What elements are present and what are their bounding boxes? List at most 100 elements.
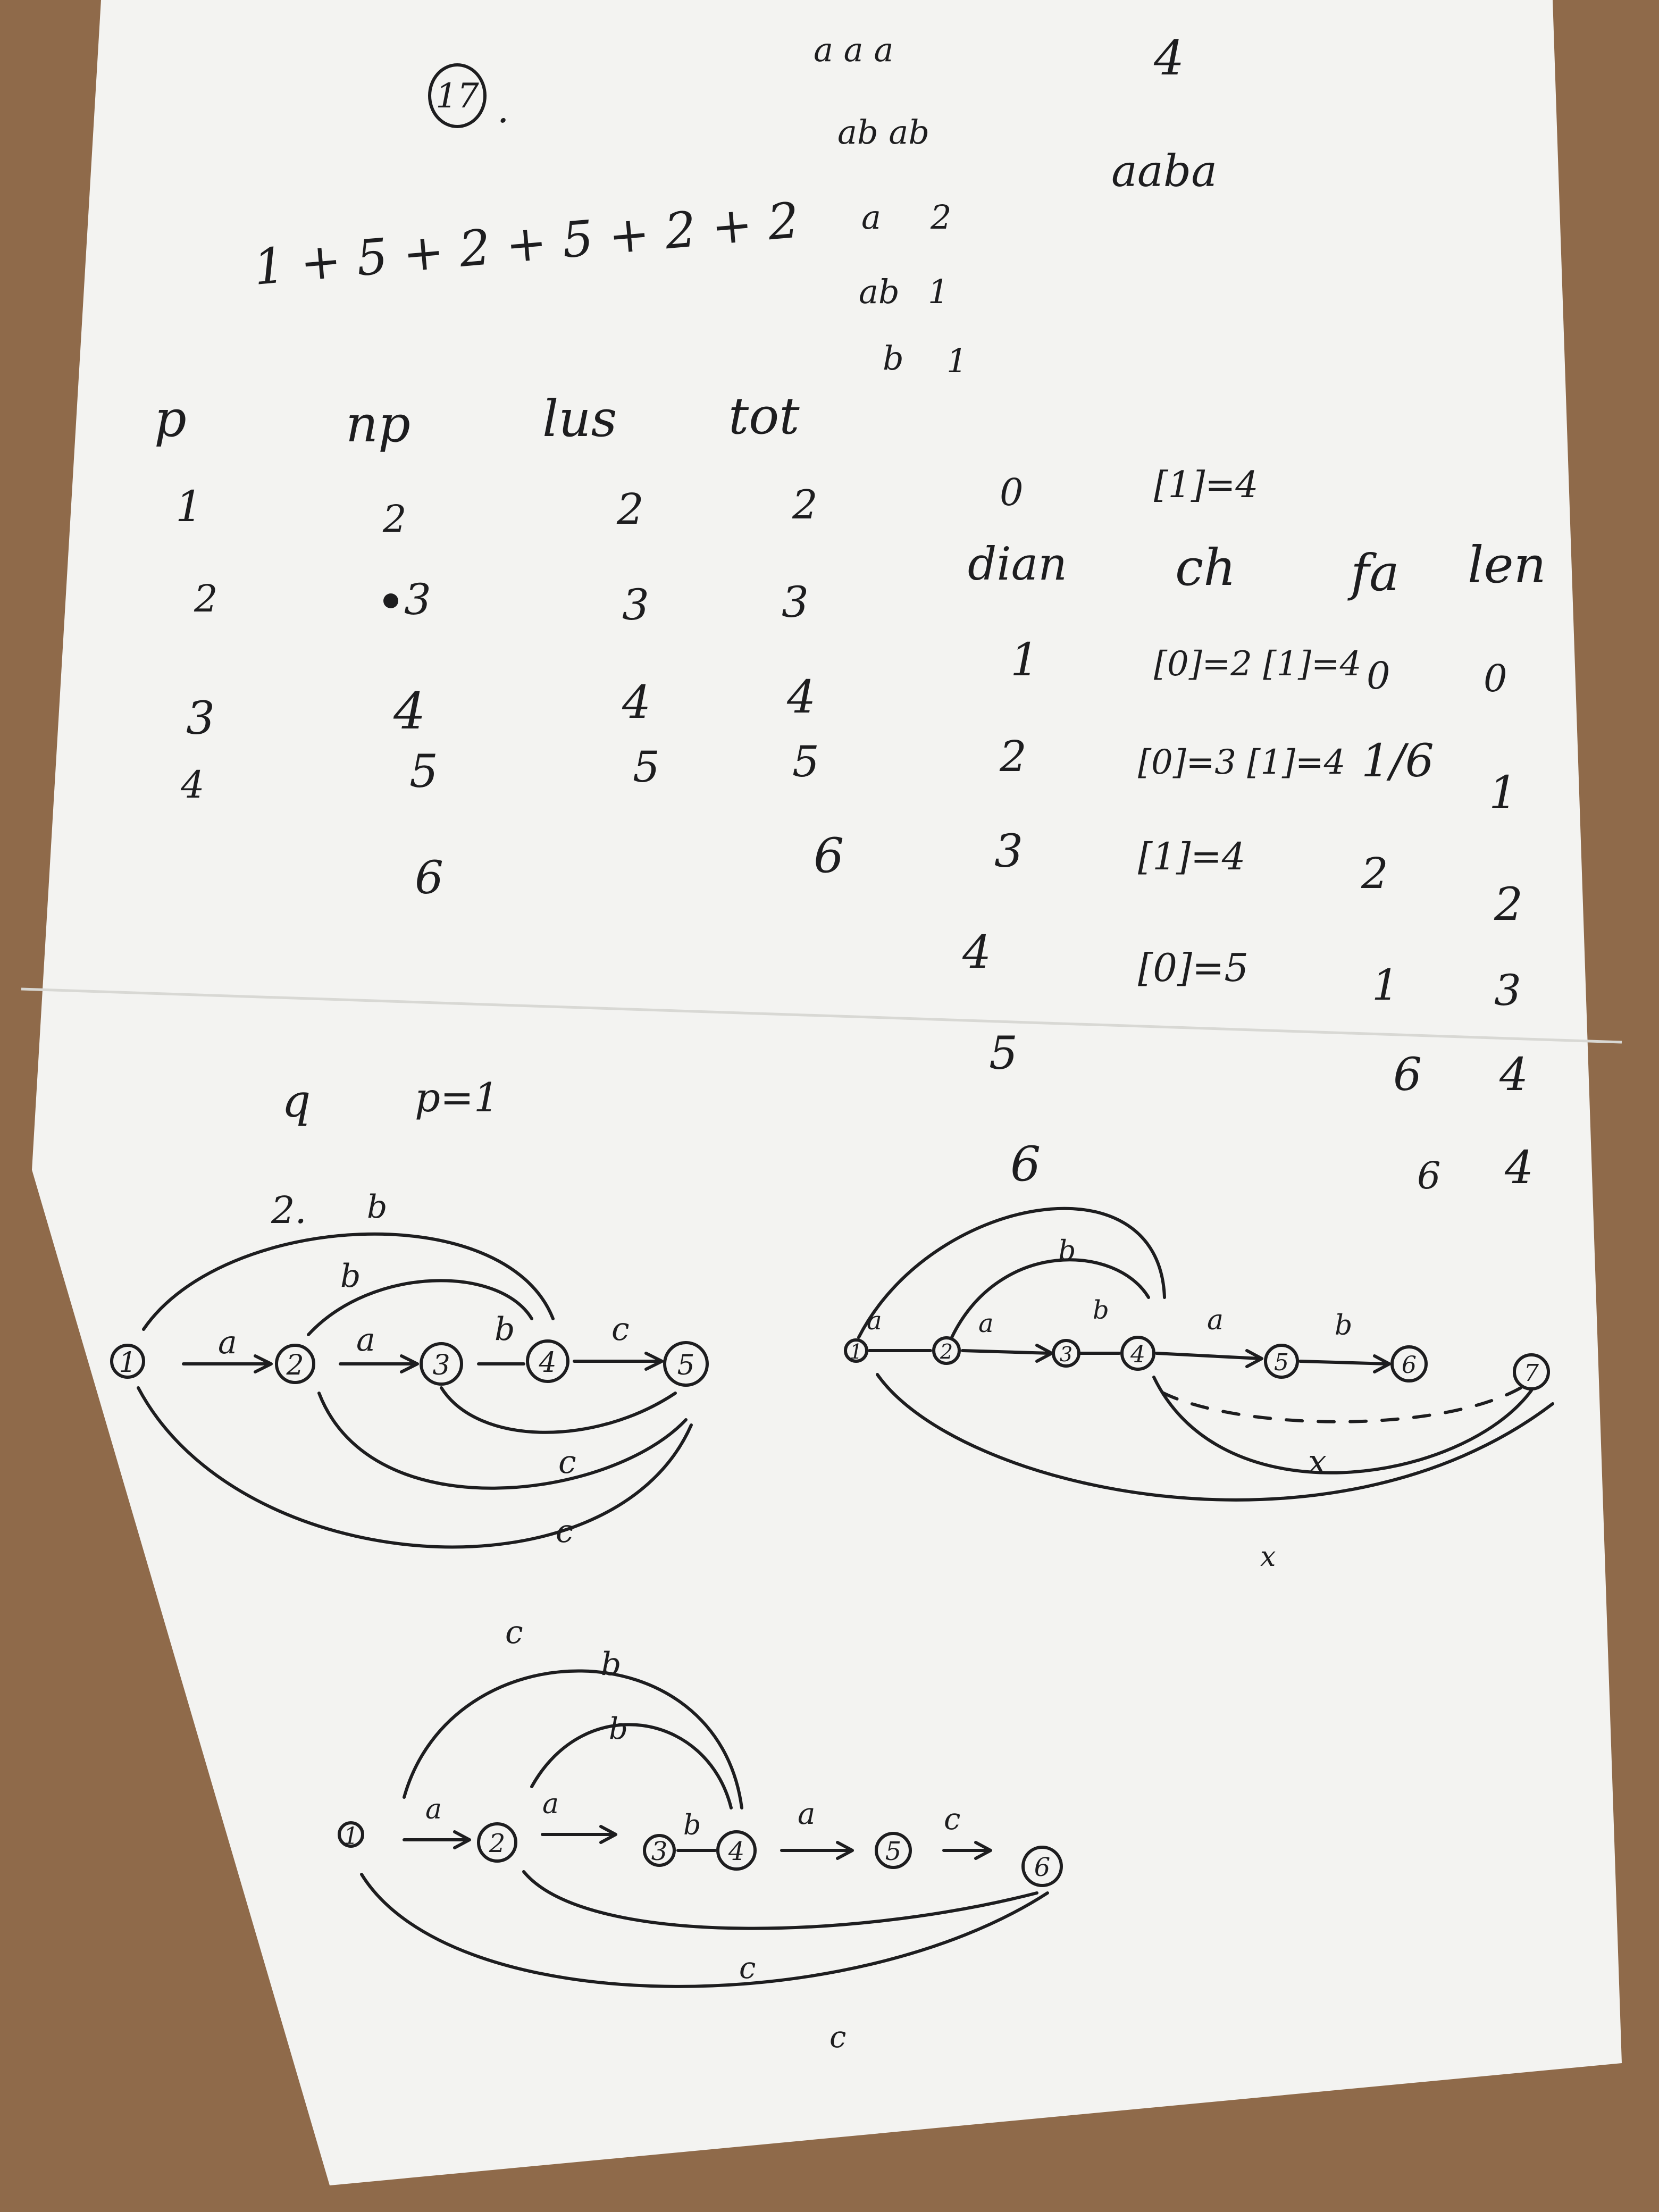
diagram-2-node: [932, 1336, 961, 1365]
diagram-1-label: 2.: [271, 1188, 307, 1232]
diagram-3-edge-label: c: [739, 1951, 756, 1985]
diagram-1-node: [420, 1342, 463, 1386]
left-table-header: lus: [542, 390, 617, 448]
left-table-cell: 2: [194, 577, 218, 621]
diagram-2-node-label: 5: [1274, 1349, 1289, 1376]
paper-sheet: [32, 0, 1622, 2185]
diagram-3-edge: [541, 1825, 617, 1844]
diagram-1-node-label: 1: [119, 1347, 136, 1379]
diagram-1-edge: [317, 1392, 688, 1490]
diagram-2-edge: [1152, 1386, 1522, 1423]
substring-key: b: [883, 339, 904, 378]
diagram-2-edge: [1155, 1349, 1263, 1368]
diagram-3-node: [477, 1822, 517, 1863]
right-table-header: ch: [1175, 539, 1236, 597]
left-table-cell: 5: [792, 737, 819, 786]
diagram-3-node-label: 1: [343, 1823, 358, 1850]
left-table-cell: 2: [382, 497, 407, 541]
diagram-3-edge-label: c: [944, 1802, 960, 1837]
right-table-fa: 2: [1361, 849, 1388, 898]
right-table-len: 2: [1494, 878, 1523, 931]
ink-blot: [383, 593, 398, 608]
circled-number: 17: [435, 77, 479, 116]
diagram-1-edge-label: c: [556, 1513, 574, 1550]
diagram-2-edge: [857, 1206, 1166, 1339]
diagram-2-edge: [1152, 1376, 1533, 1474]
right-table-fa: 1/6: [1361, 735, 1434, 787]
paper-fold: [21, 987, 1622, 1044]
left-table-header: np: [346, 395, 410, 454]
substring-key: ab ab: [837, 113, 929, 152]
left-table-cell: 4: [622, 676, 651, 729]
diagram-1-edge: [182, 1354, 273, 1373]
substring-key: a a a: [814, 30, 893, 69]
substring-value: aaba: [1111, 146, 1217, 197]
diagram-3-edge: [780, 1841, 854, 1860]
diagram-1-node-label: 3: [432, 1350, 450, 1381]
diagram-2-node: [1390, 1345, 1428, 1382]
diagram-3-edge-label: a: [425, 1794, 442, 1825]
left-table-cell: 4: [786, 671, 816, 724]
diagram-1-node-label: 5: [677, 1350, 694, 1381]
substring-value: 1: [928, 272, 949, 311]
diagram-1-edge: [307, 1279, 533, 1336]
right-table-header: len: [1468, 536, 1546, 594]
substring-value: 1: [946, 341, 967, 380]
diagram-1-edge-label: a: [356, 1321, 375, 1359]
diagram-2-edge-label: b: [1058, 1235, 1076, 1267]
left-table-cell: 3: [782, 577, 809, 627]
diagram-3-node-label: 2: [489, 1829, 506, 1858]
diagram-2-edge: [961, 1344, 1053, 1363]
diagram-2-edge-label: b: [1093, 1295, 1109, 1325]
diagram-2-edge-label: x: [1308, 1442, 1327, 1481]
diagram-1-edge: [440, 1386, 677, 1434]
diagram-3-node: [643, 1834, 676, 1867]
left-table-header: tot: [728, 387, 800, 446]
diagram-3-edge: [360, 1873, 1049, 1988]
diagram-3: 1 2 3 4 5 6 a a b a c b b c c: [338, 1646, 1063, 2055]
left-table-cell: 3: [622, 580, 649, 630]
right-table-len: 3: [1494, 966, 1521, 1015]
diagram-2-node: [844, 1338, 868, 1363]
diagram-1-node: [526, 1339, 569, 1383]
left-table-header: p: [154, 390, 187, 448]
diagram-1-edge-label: b: [367, 1188, 387, 1226]
diagram-3-node-label: 3: [651, 1837, 668, 1866]
diagram-1-node: [275, 1344, 315, 1384]
diagram-2-edge-label: a: [978, 1309, 994, 1338]
right-table-top-ch: [1]=4: [1154, 464, 1259, 506]
diagram-2: 1 2 3 4 5 6 7 a a b a b b x x: [844, 1206, 1554, 1573]
substring-list: a a a 4 ab ab aaba a 2 ab 1 b 1: [814, 30, 1217, 380]
diagram-3-edge: [522, 1870, 1038, 1930]
diagram-1-edge-label: c: [558, 1444, 576, 1481]
left-table-cell: 2: [792, 481, 818, 528]
substring-key: a: [861, 198, 881, 237]
diagram-3-edge: [403, 1669, 743, 1809]
right-table-dian: 5: [989, 1027, 1018, 1080]
right-table-fa: 6: [1417, 1154, 1441, 1197]
diagram-1-edge-label: b: [340, 1258, 361, 1295]
diagram-3-edge-label: b: [601, 1646, 621, 1683]
right-table-ch: [0]=5: [1138, 945, 1249, 990]
right-table-header: fa: [1347, 544, 1400, 602]
substring-value: 4: [1153, 30, 1184, 86]
diagram-2-node-label: 6: [1402, 1352, 1417, 1379]
left-table-cell: 6: [814, 828, 844, 884]
diagram-3-node: [338, 1821, 364, 1848]
note-p: p=1: [415, 1074, 499, 1121]
diagram-1-edge-label: c: [505, 1614, 523, 1651]
right-table-dian: 1: [1010, 634, 1039, 686]
diagram-1-edge: [142, 1232, 555, 1331]
diagram-2-node-label: 1: [850, 1340, 862, 1363]
diagram-3-edge-label: b: [683, 1809, 701, 1841]
diagram-2-edge: [876, 1373, 1554, 1502]
substring-value: 2: [930, 198, 951, 237]
right-table-len: 0: [1484, 657, 1507, 700]
diagram-1-edge: [339, 1354, 419, 1373]
diagram-3-node-label: 4: [728, 1837, 745, 1866]
right-table-ch: [1]=4: [1138, 835, 1245, 878]
right-table-fa: 6: [1393, 1049, 1422, 1101]
left-table-cell: 1: [175, 482, 203, 531]
diagram-1-node-label: 2: [286, 1350, 304, 1381]
